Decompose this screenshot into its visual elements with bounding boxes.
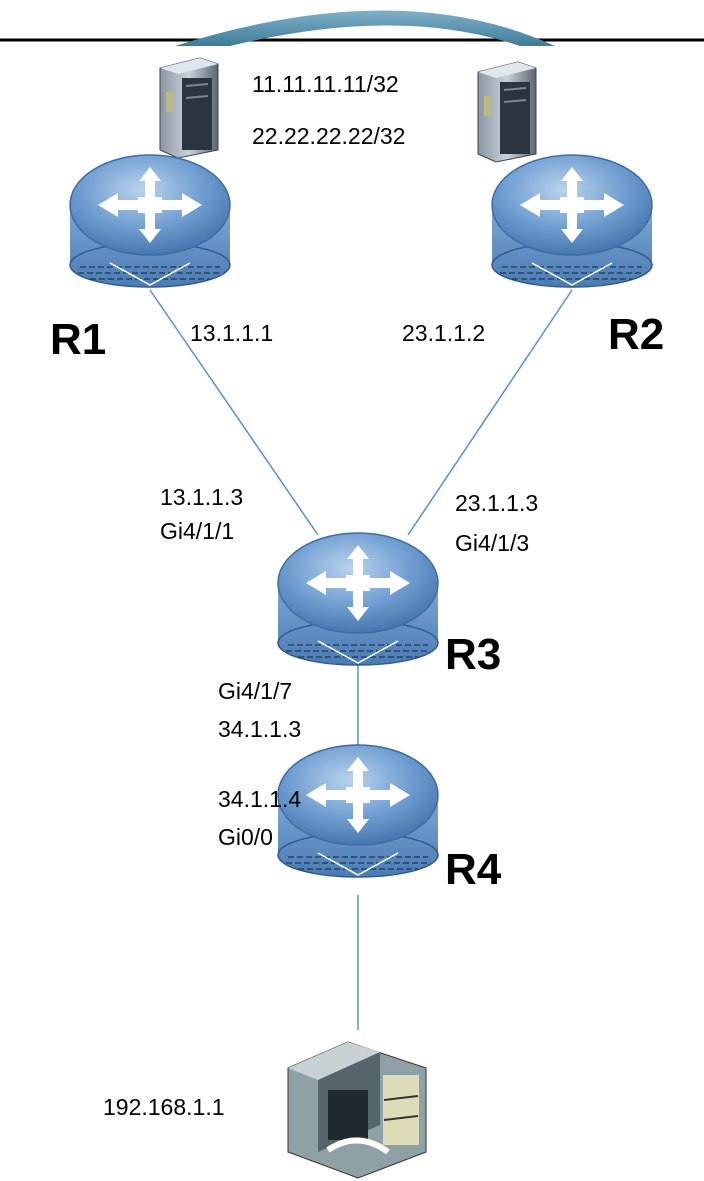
loopback-r1: 11.11.11.11/32 <box>252 71 399 97</box>
interface-r4-to-r3: Gi0/0 <box>218 824 273 850</box>
router-icon <box>491 154 653 288</box>
ip-r3-to-r4: 34.1.1.3 <box>218 716 302 742</box>
router-icon <box>69 154 231 288</box>
ip-r3-to-r2: 23.1.1.3 <box>455 490 539 516</box>
ip-r2-to-r3: 23.1.1.2 <box>402 320 486 346</box>
router-label-r3: R3 <box>445 630 502 679</box>
loopback-r2: 22.22.22.22/32 <box>252 123 406 149</box>
router-label-r1: R1 <box>50 315 107 364</box>
server-icon <box>477 61 537 163</box>
router-label-r4: R4 <box>445 845 502 894</box>
pc-icon <box>287 1041 427 1179</box>
ip-r3-to-r1: 13.1.1.3 <box>160 484 244 510</box>
ip-r1-to-r3: 13.1.1.1 <box>190 320 274 346</box>
pc-ip-label: 192.168.1.1 <box>103 1094 225 1120</box>
server-icon <box>159 57 219 159</box>
router-label-r2: R2 <box>608 310 665 359</box>
top-banner-decoration <box>0 10 704 46</box>
ip-r4-to-r3: 34.1.1.4 <box>218 786 302 812</box>
router-icon <box>277 532 439 666</box>
link-r2-r3 <box>407 289 573 536</box>
router-icon <box>277 744 439 878</box>
link-r1-r3 <box>149 289 319 536</box>
interface-r3-to-r4: Gi4/1/7 <box>218 678 293 704</box>
interface-r3-to-r1: Gi4/1/1 <box>160 518 235 544</box>
interface-r3-to-r2: Gi4/1/3 <box>455 530 530 556</box>
